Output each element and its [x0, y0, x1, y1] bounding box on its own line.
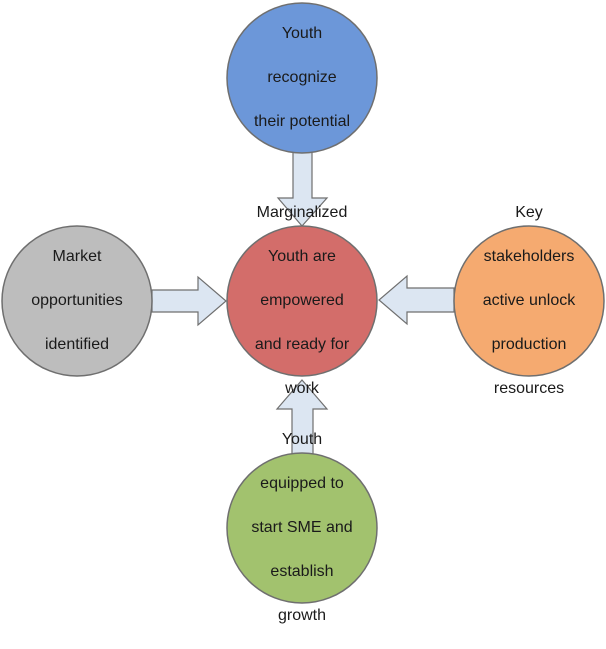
label-top-text: Youth recognize their potential: [254, 1, 350, 155]
label-center-line-3: empowered: [260, 292, 344, 309]
label-center-line-2: Youth are: [268, 248, 336, 265]
label-center-line-5: work: [285, 380, 319, 397]
circle-left-market-opportunities: [1, 225, 153, 377]
label-bottom-line-1: Youth: [281, 431, 323, 448]
label-right-line-4: production: [491, 336, 567, 353]
label-top-line-1: Youth: [281, 25, 323, 42]
circle-right-stakeholders: [453, 225, 605, 377]
label-left-line-2: opportunities: [31, 292, 123, 309]
circle-center-empowered-youth: [226, 225, 378, 377]
label-bottom-line-5: growth: [277, 607, 327, 624]
label-top: Youth recognize their potential: [232, 8, 372, 148]
circle-bottom-youth-sme: [226, 452, 378, 604]
label-center-text: Marginalized Youth are empowered and rea…: [255, 180, 349, 422]
label-bottom-text: Youth equipped to start SME and establis…: [251, 407, 352, 649]
label-bottom-line-4: establish: [270, 563, 334, 580]
label-left: Market opportunities identified: [7, 231, 147, 371]
label-left-line-3: identified: [44, 336, 110, 353]
label-right-line-5: resources: [493, 380, 565, 397]
label-right: Key stakeholders active unlock productio…: [459, 204, 599, 397]
arrow-bottom-to-center: [275, 379, 329, 455]
label-center-line-1: Marginalized: [256, 204, 348, 221]
label-left-text: Market opportunities identified: [31, 224, 123, 378]
label-center-line-4: and ready for: [254, 336, 350, 353]
label-bottom-line-2: equipped to: [260, 475, 344, 492]
label-top-line-2: recognize: [267, 69, 337, 86]
circle-top-youth-potential: [226, 2, 378, 154]
label-right-line-3: active unlock: [482, 292, 576, 309]
label-top-line-3: their potential: [253, 113, 351, 130]
diagram-canvas: [1, 2, 605, 604]
arrow-left-to-center: [151, 275, 227, 327]
label-right-text: Key stakeholders active unlock productio…: [483, 180, 576, 422]
label-right-line-2: stakeholders: [483, 248, 575, 265]
arrow-right-to-center: [378, 274, 455, 326]
label-center: Marginalized Youth are empowered and rea…: [232, 204, 372, 397]
label-bottom-line-3: start SME and: [251, 519, 353, 536]
arrow-top-to-center: [276, 151, 329, 227]
label-right-line-1: Key: [515, 204, 543, 221]
label-left-line-1: Market: [52, 248, 102, 265]
label-bottom: Youth equipped to start SME and establis…: [232, 431, 372, 624]
